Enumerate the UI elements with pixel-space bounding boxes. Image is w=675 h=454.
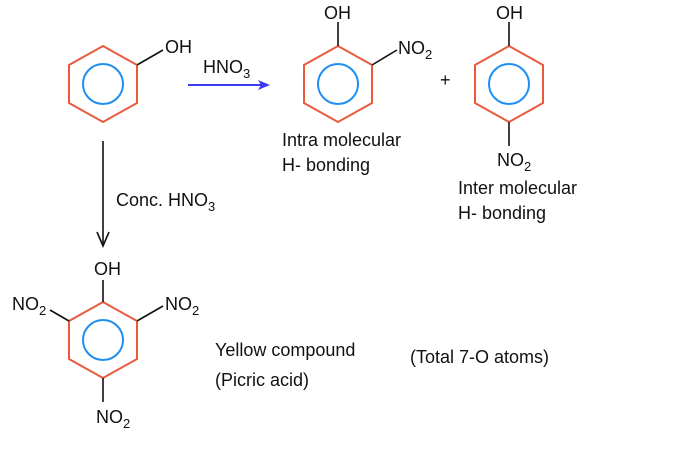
benzene-ring bbox=[68, 44, 138, 124]
para-nitrophenol: OH NO2 Inter molecular H- bonding bbox=[458, 3, 577, 223]
no2-bond-right bbox=[136, 305, 164, 322]
picric-acid: OH NO2 NO2 NO2 Yellow compound (Picric a… bbox=[12, 259, 355, 431]
phenol-molecule: OH bbox=[68, 37, 192, 124]
caption-line2: (Picric acid) bbox=[215, 370, 309, 390]
benzene-ring bbox=[303, 44, 373, 124]
no2-label: NO2 bbox=[398, 38, 432, 62]
no2-label: NO2 bbox=[497, 150, 531, 174]
aromatic-circle bbox=[317, 63, 359, 105]
aromatic-circle bbox=[82, 63, 124, 105]
oh-label: OH bbox=[324, 3, 351, 23]
no2-label-left: NO2 bbox=[12, 294, 46, 318]
benzene-ring bbox=[474, 44, 544, 124]
oh-label: OH bbox=[94, 259, 121, 279]
no2-bond bbox=[371, 49, 398, 66]
aromatic-circle bbox=[82, 319, 124, 361]
oh-label: OH bbox=[165, 37, 192, 57]
no2-label-right: NO2 bbox=[165, 294, 199, 318]
reagent-hno3: HNO3 bbox=[203, 57, 250, 81]
ortho-nitrophenol: OH NO2 Intra molecular H- bonding bbox=[282, 3, 432, 175]
reagent-conc-hno3: Conc. HNO3 bbox=[116, 190, 215, 214]
no2-label-bottom: NO2 bbox=[96, 407, 130, 431]
caption-line2: H- bonding bbox=[282, 155, 370, 175]
oxygen-count-note: (Total 7-O atoms) bbox=[410, 347, 549, 367]
aromatic-circle bbox=[488, 63, 530, 105]
caption-line1: Yellow compound bbox=[215, 340, 355, 360]
caption-line2: H- bonding bbox=[458, 203, 546, 223]
no2-bond-left bbox=[49, 309, 70, 322]
benzene-ring bbox=[68, 300, 138, 380]
plus-sign: + bbox=[440, 70, 451, 90]
oh-label: OH bbox=[496, 3, 523, 23]
arrow-head bbox=[96, 231, 110, 249]
oh-bond bbox=[136, 49, 164, 66]
caption-line1: Inter molecular bbox=[458, 178, 577, 198]
caption-line1: Intra molecular bbox=[282, 130, 401, 150]
